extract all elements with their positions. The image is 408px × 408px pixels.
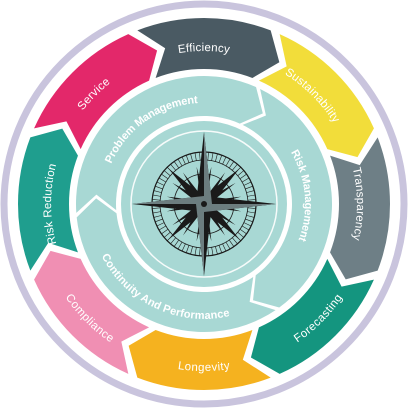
compass-tick xyxy=(247,194,256,197)
outer-segment-risk-reduction xyxy=(17,128,78,271)
inner-ring xyxy=(76,75,332,333)
compass-tick xyxy=(241,225,250,231)
compass-tick xyxy=(152,194,161,197)
compass-tick xyxy=(173,161,180,169)
inner-segment-problem-management xyxy=(76,75,263,213)
compass-tick xyxy=(215,153,218,162)
compass-tick xyxy=(225,241,231,250)
compass-tick xyxy=(194,247,197,256)
compass-tick xyxy=(247,199,256,201)
compass-tick xyxy=(211,152,214,161)
compass-tick xyxy=(152,211,161,214)
compass-tick xyxy=(241,177,250,183)
compass-tick xyxy=(246,215,255,218)
outer-label-efficiency: Efficiency xyxy=(177,42,231,56)
compass-tick xyxy=(247,207,256,209)
compass-tick xyxy=(181,243,186,252)
outer-segment-longevity xyxy=(128,330,271,390)
compass-tick xyxy=(245,185,253,190)
compass-tick xyxy=(237,170,245,176)
outer-label-risk-reduction: Risk Reduction xyxy=(42,162,59,246)
outer-label-transparency: Transparency xyxy=(350,166,366,242)
outer-ring xyxy=(17,18,391,390)
compass-tick xyxy=(152,207,161,209)
compass-tick xyxy=(243,222,252,227)
compass-tick xyxy=(222,243,227,252)
compass-tick xyxy=(161,173,169,180)
compass-tick xyxy=(158,225,167,231)
compass-tick xyxy=(246,190,255,193)
compass-tick xyxy=(161,228,169,235)
compass-tick xyxy=(155,185,163,190)
compass-tick xyxy=(185,245,190,253)
compass-tick xyxy=(232,237,238,245)
compass-ray-shade xyxy=(196,204,204,276)
compass-tick xyxy=(245,218,253,223)
compass-tick xyxy=(247,211,256,214)
compass-tick xyxy=(177,241,183,250)
compass-tick xyxy=(163,232,171,238)
outer-segment-sustainability xyxy=(258,34,374,158)
compass-tick xyxy=(156,222,165,227)
compass-tick xyxy=(170,163,176,171)
inner-segment-continuity-performance xyxy=(76,198,276,333)
outer-segment-transparency xyxy=(330,137,391,280)
compass-tick xyxy=(152,199,161,201)
outer-label-longevity: Longevity xyxy=(177,360,231,374)
compass-ray-shade xyxy=(204,132,212,204)
compass-tick xyxy=(222,156,227,165)
outer-segment-efficiency xyxy=(137,18,280,78)
compass-tick xyxy=(190,153,193,162)
compass-tick xyxy=(155,218,163,223)
compass-tick xyxy=(239,228,247,235)
compass-tick xyxy=(194,152,197,161)
compass-tick xyxy=(170,237,176,245)
compass-tick xyxy=(153,190,162,193)
compass-tick xyxy=(239,173,247,180)
inner-segment-risk-management xyxy=(242,88,332,308)
compass-tick xyxy=(156,181,165,186)
compass-tick xyxy=(237,232,245,238)
compass-rose-icon xyxy=(132,132,276,276)
compass-ray-shade xyxy=(132,196,204,204)
outer-segment-service xyxy=(34,34,158,150)
compass-hub xyxy=(201,201,207,207)
compass-tick xyxy=(232,163,238,171)
compass-tick xyxy=(225,158,231,167)
compass-tick xyxy=(228,161,235,169)
compass-tick xyxy=(153,215,162,218)
compass-tick xyxy=(228,239,235,247)
compass-ray-shade xyxy=(204,204,276,212)
compass-tick xyxy=(215,246,218,255)
outer-segment-forecasting xyxy=(250,258,374,374)
compass-tick xyxy=(181,156,186,165)
compass-tick xyxy=(218,245,223,253)
compass-tick xyxy=(185,155,190,163)
compass-tick xyxy=(190,246,193,255)
compass-tick xyxy=(158,177,167,183)
compass-tick xyxy=(199,247,201,256)
compass-tick xyxy=(207,247,209,256)
compass-tick xyxy=(199,152,201,161)
compass-tick xyxy=(177,158,183,167)
compass-tick xyxy=(207,152,209,161)
compass-tick xyxy=(173,239,180,247)
outer-segment-compliance xyxy=(34,250,150,374)
compass-tick xyxy=(163,170,171,176)
compass-tick xyxy=(211,247,214,256)
compass-tick xyxy=(243,181,252,186)
compass-tick xyxy=(218,155,223,163)
